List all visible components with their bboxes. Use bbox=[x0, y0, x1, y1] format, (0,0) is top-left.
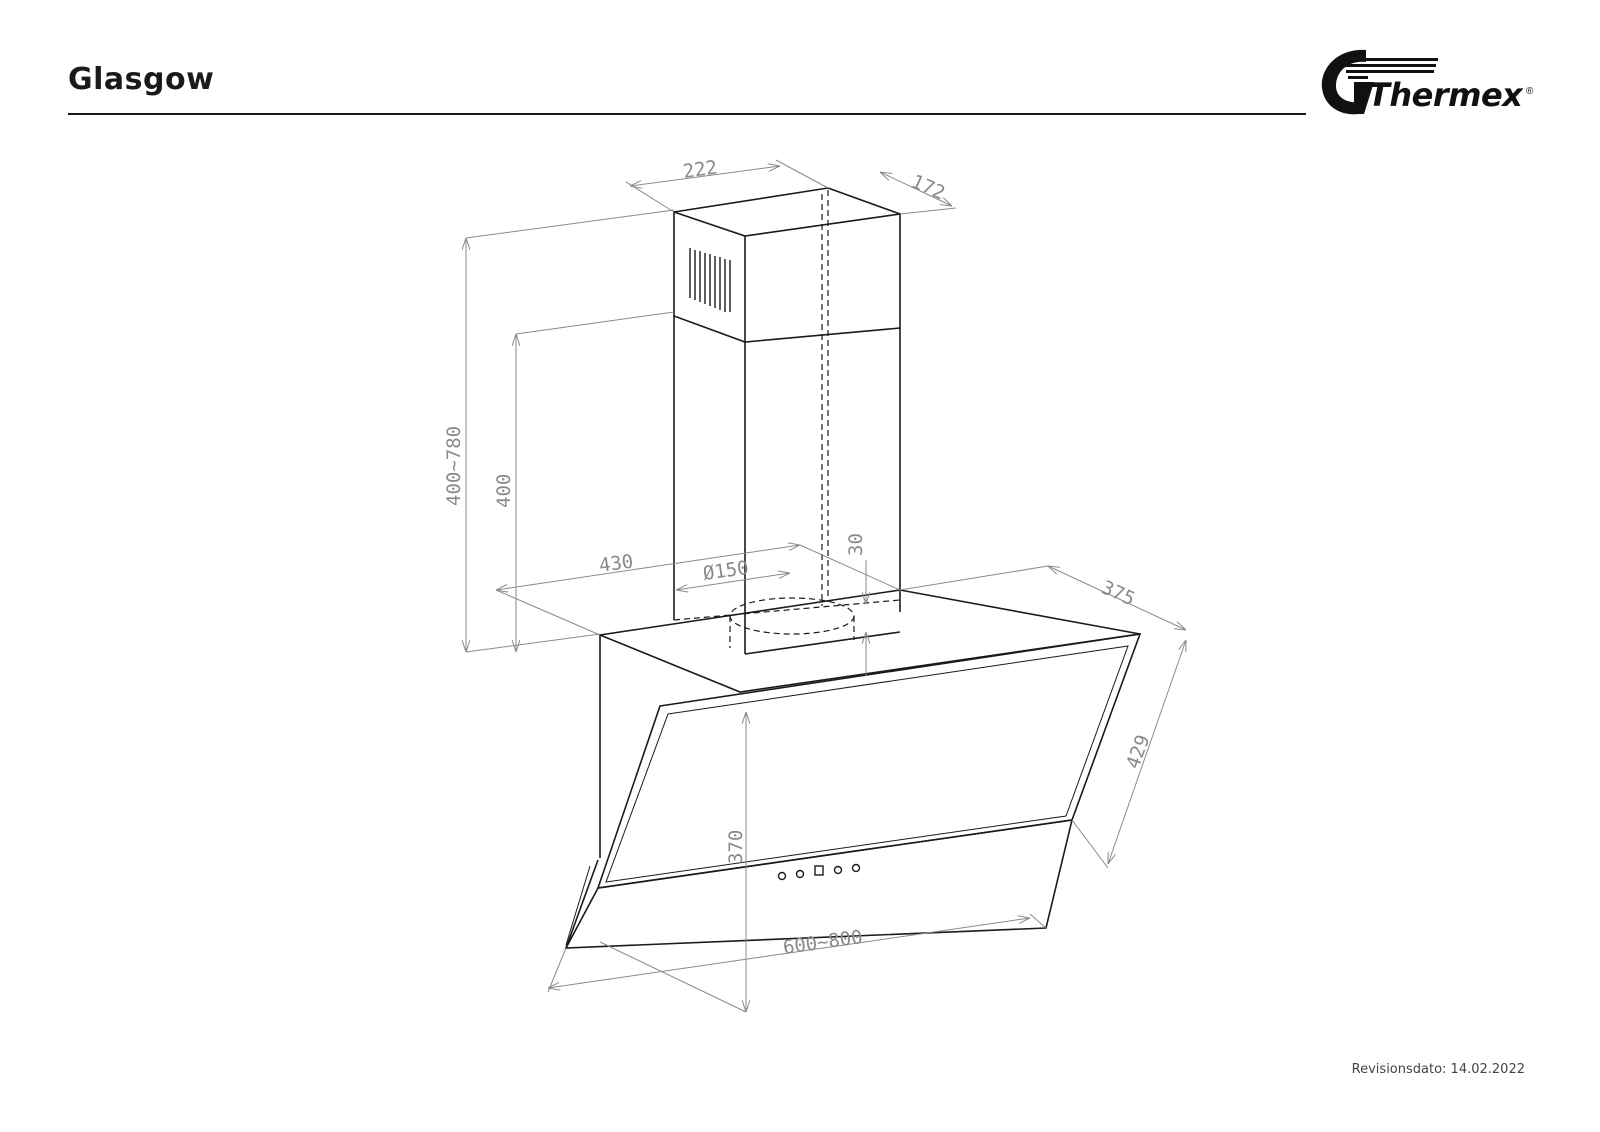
logo-registered-mark: ® bbox=[1526, 86, 1534, 97]
hidden-lines bbox=[673, 190, 901, 648]
thermex-logo-mark-icon bbox=[1321, 49, 1438, 115]
dim-outlet-offset: 30 bbox=[845, 533, 867, 556]
control-panel-buttons bbox=[777, 863, 861, 881]
logo-wordmark: Thermex bbox=[1368, 76, 1523, 114]
vent-grille-icon bbox=[689, 248, 731, 312]
page-title: Glasgow bbox=[68, 62, 215, 97]
revision-date: Revisionsdato: 14.02.2022 bbox=[1351, 1062, 1525, 1077]
dim-body-height: 370 bbox=[725, 830, 747, 864]
dimension-lines bbox=[466, 159, 1186, 1013]
thermex-logo: Thermex ® bbox=[1318, 40, 1538, 130]
dim-glass-depth: 429 bbox=[1122, 732, 1154, 772]
dim-total-height: 400~780 bbox=[443, 426, 465, 506]
dim-top-depth: 430 bbox=[598, 550, 635, 577]
upper-chimney bbox=[673, 210, 901, 343]
dim-body-width: 600~800 bbox=[782, 926, 864, 959]
hood-top-plate bbox=[596, 589, 1141, 693]
hood-outline bbox=[564, 187, 1142, 949]
dim-chimney-width: 222 bbox=[682, 156, 719, 183]
header-divider bbox=[68, 113, 1306, 115]
dim-chimney-depth: 172 bbox=[908, 170, 948, 204]
dim-chimney-height: 400 bbox=[493, 474, 515, 508]
lower-fascia bbox=[564, 819, 1074, 949]
dim-duct-diameter: Ø150 bbox=[702, 557, 750, 585]
dimension-labels: 222 172 400~780 400 430 Ø150 30 375 429 … bbox=[443, 156, 1154, 959]
